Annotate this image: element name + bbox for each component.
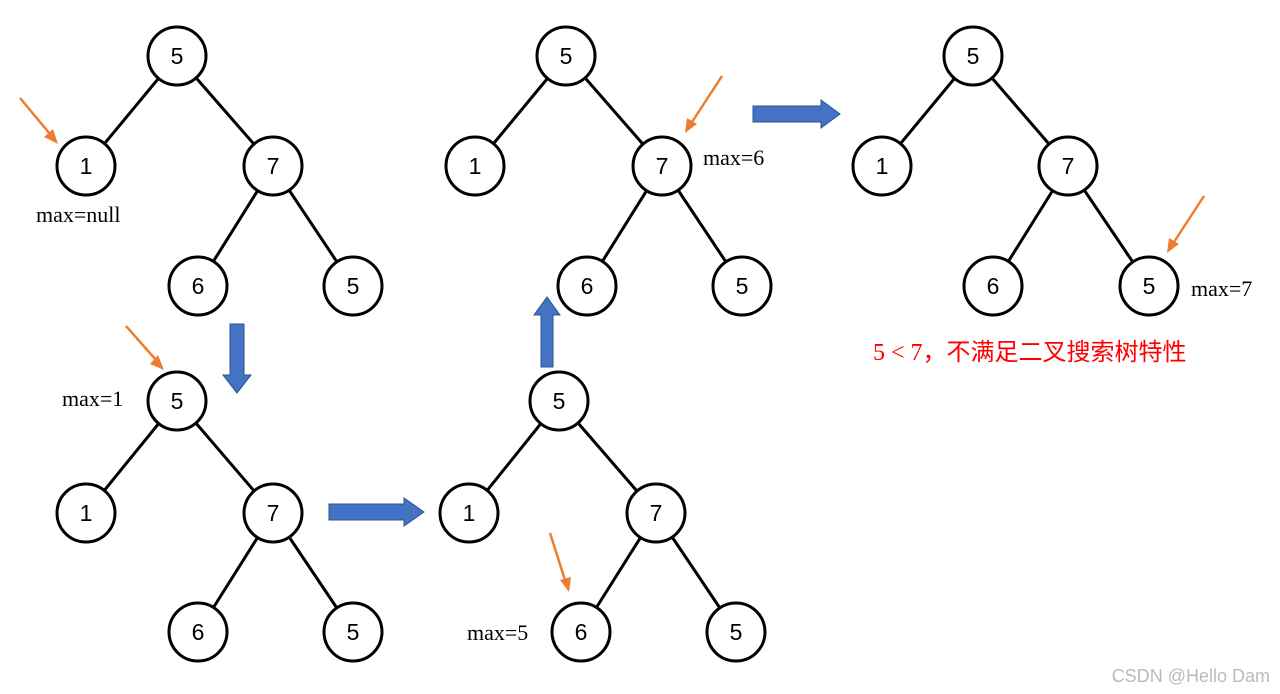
node-value: 7 [656,153,669,179]
node-value: 6 [581,273,594,299]
tree-node-root: 5 [942,25,1004,87]
node-value: 5 [967,43,980,69]
tree-node-root: 5 [146,25,208,87]
up-arrow-icon [533,296,561,368]
tree-1: 5 1 7 6 5 max=null [19,25,384,317]
pointer-arrow [125,325,164,370]
node-value: 6 [575,619,588,645]
node-value: 5 [347,273,360,299]
tree-node-right-left: 6 [556,255,618,317]
tree-node-left: 1 [444,135,506,197]
tree-node-right-right: 5 [705,601,767,663]
max-label: max=7 [1191,276,1252,301]
tree-4: 5 1 7 6 5 max=6 [444,25,773,317]
tree-node-root: 5 [528,370,590,432]
node-value: 5 [736,273,749,299]
node-value: 7 [650,500,663,526]
node-value: 6 [192,273,205,299]
pointer-arrow [19,97,58,144]
right-arrow-icon [328,497,425,527]
node-value: 5 [730,619,743,645]
tree-node-root: 5 [535,25,597,87]
tree-node-left: 1 [851,135,913,197]
tree-5: 5 1 7 6 5 max=7 [851,25,1252,317]
max-label: max=6 [703,145,764,170]
node-value: 1 [463,500,476,526]
max-label: max=1 [62,386,123,411]
tree-node-left: 1 [55,135,117,197]
tree-node-right-right: 5 [711,255,773,317]
tree-node-right-left: 6 [167,601,229,663]
tree-node-root: 5 [146,370,208,432]
tree-node-left: 1 [55,482,117,544]
tree-node-right-right: 5 [1118,255,1180,317]
tree-node-right-right: 5 [322,601,384,663]
tree-node-right: 7 [631,135,693,197]
node-value: 5 [553,388,566,414]
max-label: max=5 [467,620,528,645]
tree-node-right: 7 [242,135,304,197]
max-label: max=null [36,202,121,227]
down-arrow-icon [221,323,253,394]
tree-node-right-right: 5 [322,255,384,317]
node-value: 1 [80,153,93,179]
node-value: 5 [347,619,360,645]
conclusion-note: 5 < 7，不满足二叉搜索树特性 [873,339,1187,366]
node-value: 5 [171,43,184,69]
node-value: 1 [876,153,889,179]
node-value: 7 [1062,153,1075,179]
pointer-arrow [1167,195,1206,253]
tree-3: 5 1 7 6 5 max=5 [438,370,767,663]
node-value: 5 [1143,273,1156,299]
tree-2: 5 1 7 6 5 max=1 [55,325,384,663]
node-value: 6 [987,273,1000,299]
node-value: 1 [80,500,93,526]
tree-node-right: 7 [625,482,687,544]
tree-node-right: 7 [242,482,304,544]
node-value: 5 [171,388,184,414]
tree-node-right: 7 [1037,135,1099,197]
node-value: 5 [560,43,573,69]
node-value: 6 [192,619,205,645]
node-value: 7 [267,153,280,179]
pointer-arrow [548,532,571,592]
tree-node-right-left: 6 [167,255,229,317]
node-value: 1 [469,153,482,179]
pointer-arrow [685,75,724,133]
node-value: 7 [267,500,280,526]
tree-node-left: 1 [438,482,500,544]
watermark: CSDN @Hello Dam [1112,666,1270,686]
tree-node-right-left: 6 [550,601,612,663]
tree-node-right-left: 6 [962,255,1024,317]
right-arrow-icon [752,99,841,129]
